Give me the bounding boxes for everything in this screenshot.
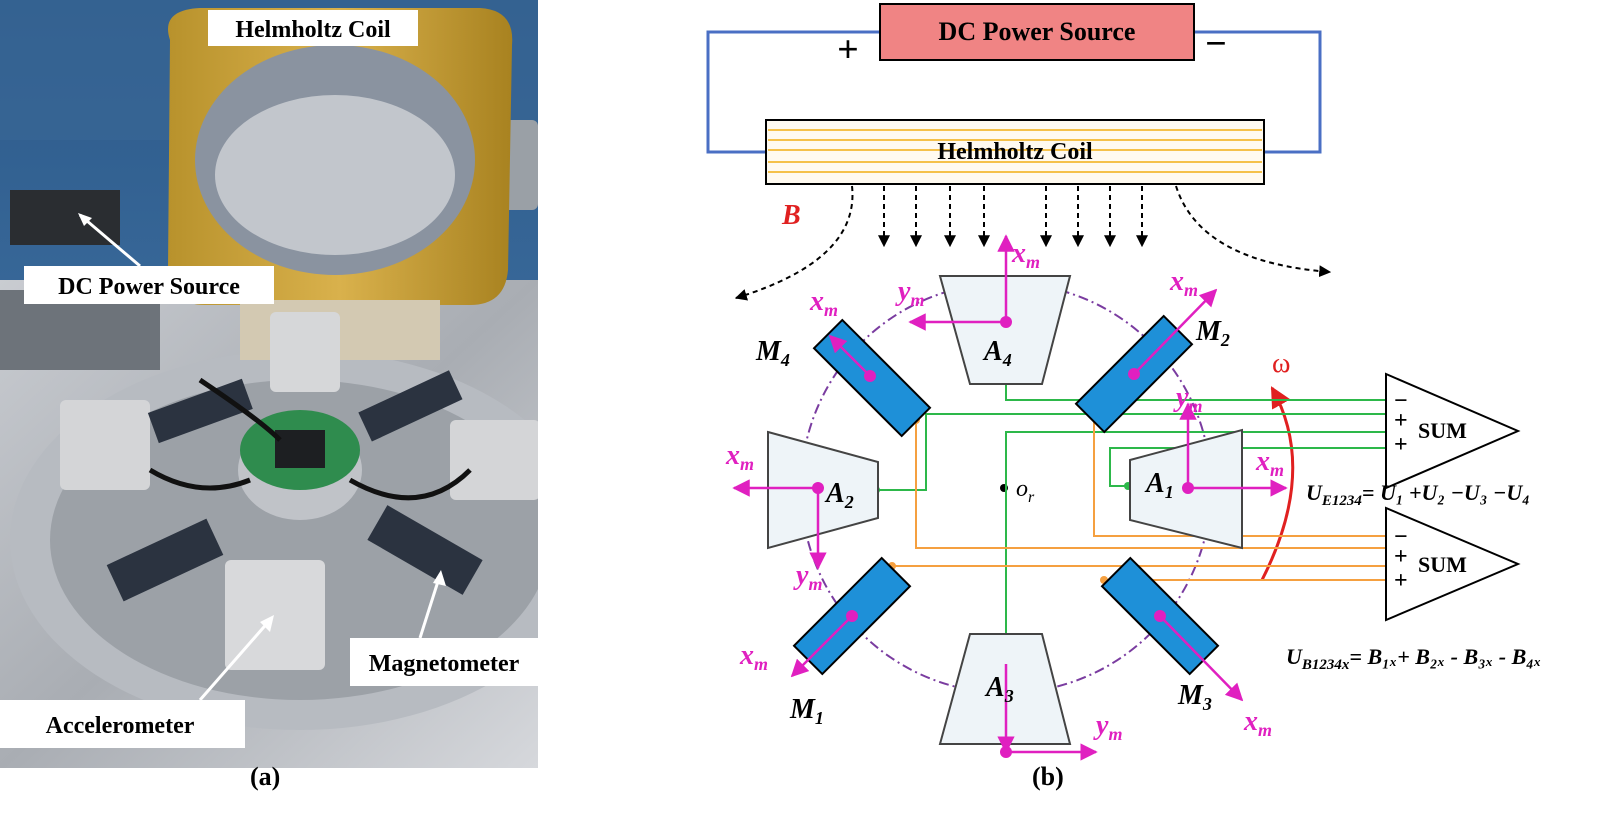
equation-b1234x: UB1234x= B₁ₓ+ B₂ₓ - B₃ₓ - B₄ₓ: [1286, 644, 1541, 673]
lab-photo-illustration: Helmholtz Coil DC Power Source Magnetome…: [0, 0, 590, 768]
axis-label-m3-x: xm: [1243, 706, 1272, 740]
label-box-magnetometer: [350, 638, 538, 686]
sensor-labels: A4 A1 A2 A3 M4 M2 M1 M3: [755, 316, 1230, 728]
power-circuit: DC Power Source + − Helmholtz Coil: [706, 3, 1322, 185]
label-box-accelerometer: [0, 700, 245, 748]
label-a1: A1: [1144, 468, 1174, 502]
arrow-magnetometer: [418, 574, 442, 639]
magnetic-field-arrows: [734, 185, 1332, 301]
sum-amplifier-b: − + + SUM: [1385, 506, 1521, 622]
plus-terminal: +: [837, 29, 859, 71]
dc-power-source-box: [879, 3, 1195, 61]
label-a4: A4: [982, 336, 1012, 370]
arrow-dc: [79, 213, 141, 268]
axis-label-a4-y: ym: [895, 276, 924, 310]
label-box-helmholtz: [208, 10, 418, 46]
axis-label-a1-x: xm: [1255, 446, 1284, 480]
axis-label-a2-x: xm: [725, 440, 754, 474]
accelerometer-a4: [938, 275, 1072, 385]
label-dc-power-source: DC Power Source: [58, 274, 240, 300]
axis-label-a4-x: xm: [1011, 238, 1040, 272]
svg-text:+: +: [1394, 544, 1408, 570]
label-m3: M3: [1177, 680, 1212, 714]
axis-label-m4-x: xm: [809, 286, 838, 320]
lab-photo: Helmholtz Coil DC Power Source Magnetome…: [0, 0, 590, 768]
sensor-axes: [732, 234, 1288, 761]
svg-text:−: −: [1394, 524, 1408, 550]
origin-label: or: [1016, 476, 1035, 506]
label-helmholtz-coil: Helmholtz Coil: [235, 17, 391, 43]
label-a2: A2: [824, 478, 854, 512]
label-box-dc: [24, 266, 274, 304]
dc-power-source-device: [10, 190, 120, 245]
dc-power-source-label: DC Power Source: [939, 17, 1136, 46]
axis-label-a1-y: ym: [1173, 382, 1202, 416]
axis-label-a3-y: ym: [1093, 710, 1122, 744]
svg-text:+: +: [1394, 432, 1408, 458]
schematic-diagram: DC Power Source + − Helmholtz Coil B ω o…: [690, 0, 1600, 802]
equation-e1234: UE1234= U₁ +U₂ −U₃ −U₄: [1306, 480, 1530, 509]
sum-label-b: SUM: [1418, 552, 1467, 577]
caption-b: (b): [1032, 762, 1064, 791]
sum-label-e: SUM: [1418, 418, 1467, 443]
svg-text:+: +: [1394, 568, 1408, 594]
helmholtz-coil-label: Helmholtz Coil: [937, 139, 1093, 165]
label-m1: M1: [789, 694, 824, 728]
sum-amplifier-e: − + + SUM: [1385, 372, 1521, 490]
axis-label-m2-x: xm: [1169, 266, 1198, 300]
rotation-arrow: [1260, 386, 1295, 581]
axis-label-m1-x: xm: [739, 640, 768, 674]
arrow-accelerometer: [198, 619, 272, 701]
svg-text:−: −: [1394, 388, 1408, 414]
label-m4: M4: [755, 336, 790, 370]
caption-a: (a): [250, 762, 281, 791]
svg-text:+: +: [1394, 408, 1408, 434]
schematic-svg: DC Power Source + − Helmholtz Coil B ω o…: [706, 3, 1541, 802]
label-m2: M2: [1195, 316, 1230, 350]
axis-labels: xm ym xm xm ym xm xm ym xm xm ym xm: [725, 238, 1284, 802]
field-symbol-b: B: [781, 200, 801, 231]
label-accelerometer: Accelerometer: [46, 713, 195, 739]
label-magnetometer: Magnetometer: [369, 651, 520, 677]
label-a3: A3: [984, 672, 1014, 706]
axis-label-a2-y: ym: [793, 560, 822, 594]
minus-terminal: −: [1205, 23, 1227, 65]
omega-symbol: ω: [1272, 348, 1290, 379]
